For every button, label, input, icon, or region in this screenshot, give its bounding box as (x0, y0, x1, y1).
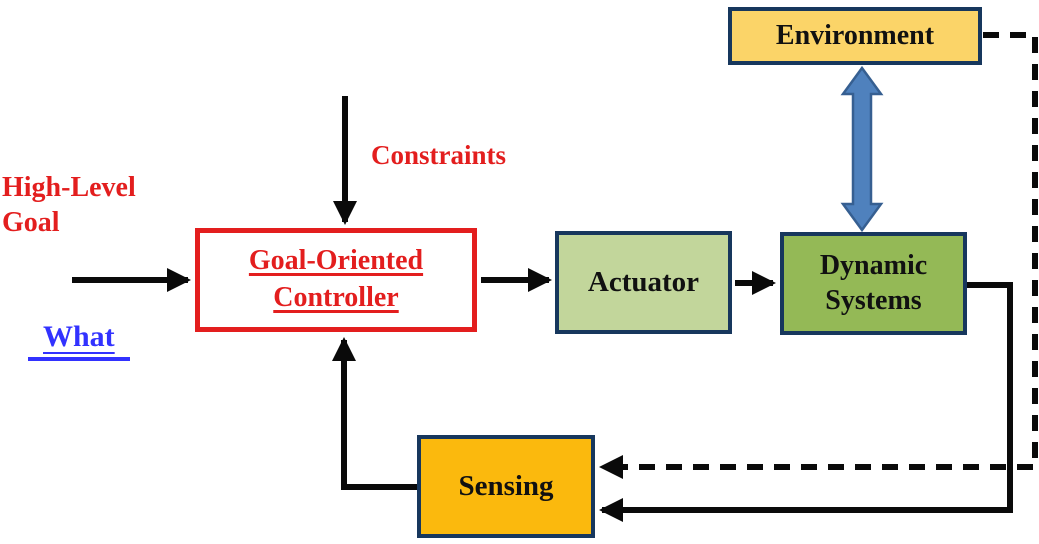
sensing-label: Sensing (458, 469, 554, 502)
goal-oriented-controller-box: Goal-Oriented Controller (195, 228, 477, 332)
goal-oriented-controller-label: Goal-Oriented Controller (248, 245, 424, 313)
dynamic-systems-box: Dynamic Systems (780, 232, 967, 335)
dynamic-systems-to-sensing-arrow (599, 282, 1013, 522)
sensing-to-controller-feedback-arrow (332, 337, 417, 490)
dynamic-systems-label: Dynamic Systems (819, 250, 928, 316)
high-level-goal-label: High-Level Goal (2, 172, 136, 238)
environment-dynamic-double-arrow-icon (840, 65, 884, 233)
environment-label: Environment (775, 19, 935, 51)
sensing-box: Sensing (417, 435, 595, 538)
environment-box: Environment (728, 7, 982, 65)
constraints-label: Constraints (371, 140, 507, 170)
actuator-box: Actuator (555, 231, 732, 334)
what-label: What (28, 320, 130, 361)
actuator-label: Actuator (587, 265, 700, 298)
